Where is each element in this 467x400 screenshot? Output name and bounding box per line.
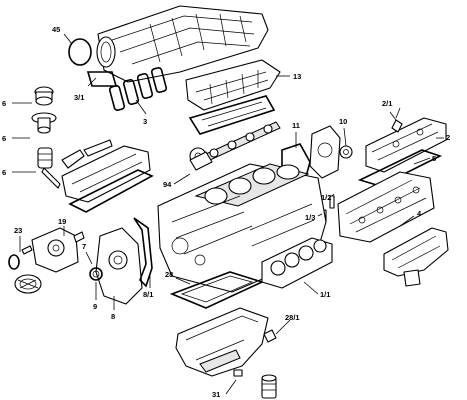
- camshaft: [205, 121, 281, 161]
- callout-1-2: 1/2: [321, 193, 331, 202]
- callout-19: 19: [58, 217, 66, 226]
- callout-23: 23: [14, 226, 22, 235]
- callout-13: 13: [293, 72, 301, 81]
- callout-6-b: 6: [2, 134, 6, 143]
- callout-2-1: 2/1: [382, 99, 392, 108]
- callout-3-1: 3/1: [74, 93, 84, 102]
- callout-28: 28: [165, 270, 173, 279]
- valve-cover-gasket-left: [68, 169, 154, 213]
- callout-28-1: 28/1: [285, 313, 300, 322]
- callout-31: 31: [212, 390, 220, 399]
- callout-3: 3: [143, 117, 147, 126]
- callout-8: 8: [111, 312, 115, 321]
- oil-pan-drain-plug: [233, 369, 243, 377]
- callout-8-1: 8/1: [143, 290, 153, 299]
- head-gasket: [261, 237, 333, 289]
- oil-pump: [31, 227, 85, 273]
- callout-1-3: 1/3: [305, 213, 315, 222]
- oil-pump-seal: [8, 254, 20, 270]
- exhaust-manifold: [383, 227, 449, 287]
- knock-sensor: [189, 151, 213, 171]
- valve-cover-gasket-right: [357, 149, 443, 187]
- valve-cover-left: [61, 145, 151, 203]
- camshaft-position-sensor: [339, 145, 353, 159]
- lifter-valley-cover: [185, 59, 281, 111]
- throttle-body-seal: [68, 38, 92, 66]
- callout-11: 11: [292, 121, 300, 130]
- callout-9: 9: [93, 302, 97, 311]
- callout-10: 10: [339, 117, 347, 126]
- oil-pump-bolts: [21, 245, 33, 255]
- oil-fill-tube: [31, 112, 57, 134]
- callout-labels: 45 3/1 3 13 6 6 6 2/1 2 5 11 10 94 1/2 1…: [2, 25, 450, 399]
- callout-5: 5: [432, 154, 436, 163]
- callout-6-c: 6: [2, 168, 6, 177]
- crank-front-seal: [89, 267, 103, 281]
- front-cover-gasket: [133, 217, 153, 288]
- callout-45: 45: [52, 25, 60, 34]
- callout-6-a: 6: [2, 99, 6, 108]
- leader-lines: [12, 33, 444, 395]
- callout-94: 94: [163, 180, 172, 189]
- pcv-fitting: [37, 147, 61, 189]
- cylinder-head-right: [337, 171, 435, 243]
- valve-cover-bolts: [391, 107, 403, 133]
- callout-1-1: 1/1: [320, 290, 330, 299]
- callout-4: 4: [417, 209, 422, 218]
- valley-gasket: [188, 95, 276, 135]
- callout-2: 2: [446, 133, 450, 142]
- front-cover-plate: [309, 125, 341, 179]
- pcv-hose: [61, 139, 113, 169]
- intake-gaskets: [86, 66, 168, 112]
- oil-fill-cap: [34, 86, 54, 106]
- oil-pan: [175, 307, 269, 377]
- oil-level-sensor: [263, 329, 277, 343]
- oil-filter: [261, 374, 277, 399]
- callout-7: 7: [82, 242, 86, 251]
- oil-pump-screen: [14, 274, 42, 294]
- valve-cover-right: [365, 117, 447, 173]
- front-timing-cover: [95, 227, 143, 305]
